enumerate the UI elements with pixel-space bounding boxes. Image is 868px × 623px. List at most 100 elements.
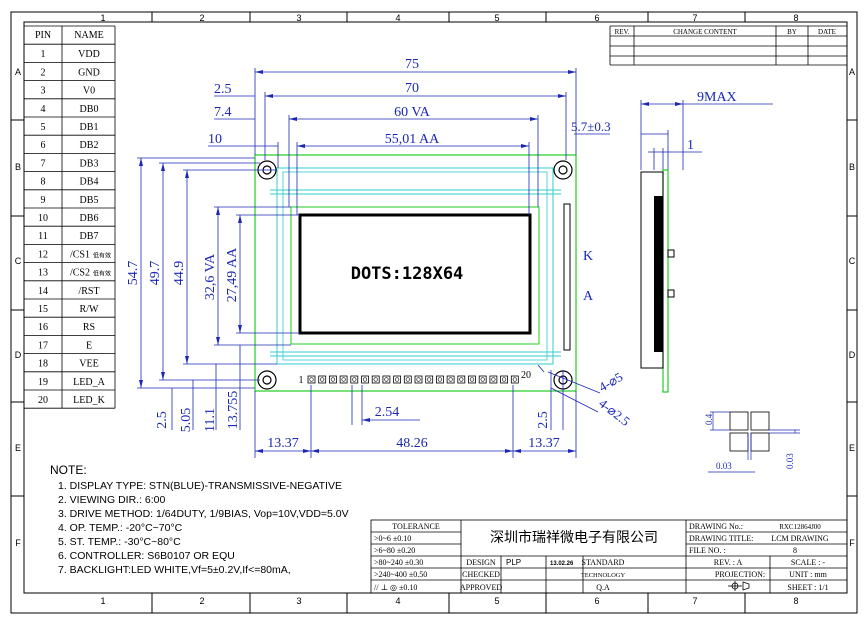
header-pin-hole [448, 377, 453, 382]
pin-number: 7 [41, 158, 46, 169]
pin-number: 6 [41, 140, 46, 151]
note-item: 2. VIEWING DIR.: 6:00 [58, 494, 166, 506]
rev-label: REV. : A [714, 558, 743, 567]
dimension-lines [137, 68, 773, 458]
header-pin [414, 375, 423, 384]
drawing-title-label: DRAWING TITLE: [689, 534, 753, 543]
dim-side-1: 1 [687, 138, 694, 153]
frame-ticks [11, 12, 857, 613]
pin-number: 19 [38, 377, 48, 388]
dim-pin-left: 13.37 [267, 436, 299, 451]
pin-name: DB4 [80, 177, 99, 188]
pin-number: 15 [38, 304, 48, 315]
header-pin-hole [395, 377, 400, 382]
row-label: E [849, 443, 855, 453]
dim-pin-right: 13.37 [528, 436, 560, 451]
technology-label: TECHNOLOGY [581, 572, 626, 579]
header-pin-hole [437, 377, 443, 382]
header-pin-hole [502, 377, 507, 382]
dim-dot-0-4: 0.4 [704, 413, 714, 425]
pin-number: 3 [41, 86, 46, 97]
col-label: 3 [296, 13, 301, 23]
file-no-label: FILE NO. : [689, 546, 726, 555]
side-tab [667, 289, 675, 298]
dim-left-7-4: 7.4 [214, 105, 232, 120]
dim-hole-height: 49.7 [148, 261, 163, 286]
header-pin [478, 375, 487, 384]
header-pin [500, 375, 509, 384]
col-label: 4 [395, 13, 400, 23]
col-label: 2 [199, 13, 204, 23]
pin-header: PIN [35, 30, 51, 41]
dim-dot-0-03-v: 0.03 [785, 453, 795, 469]
header-pin [382, 375, 391, 384]
header-pin [339, 375, 348, 384]
led-bar [563, 203, 571, 351]
side-pcb [662, 169, 669, 393]
header-pin [435, 375, 444, 384]
tolerance-row: // ⊥ ◎ ±0.10 [374, 583, 417, 592]
dim-side-5-7: 5.7±0.3 [571, 119, 611, 134]
checked-label: CHECKED [462, 570, 500, 579]
pin-number: 4 [41, 104, 46, 115]
notes-title: NOTE: [50, 463, 87, 477]
col-label: 8 [793, 13, 798, 23]
header-pin-hole [320, 377, 325, 382]
dim-aa-width: 55,01 AA [385, 132, 440, 147]
pin-name: R/W [80, 304, 99, 315]
mount-hole-inner [262, 375, 272, 385]
header-pin-hole [491, 377, 496, 382]
row-label: E [15, 443, 21, 453]
revision-table [609, 25, 847, 66]
pin-name: E [86, 340, 92, 351]
dim-va-height: 32,6 VA [203, 253, 218, 300]
pin-name: VEE [79, 359, 98, 370]
drawing-no-value: RXC12864J00 [779, 523, 821, 531]
dim-pin-right-2-5: 2.5 [536, 411, 551, 429]
dim-va-width: 60 VA [394, 105, 431, 120]
pin-number: 16 [38, 322, 48, 333]
note-item: 1. DISPLAY TYPE: STN(BLUE)-TRANSMISSIVE-… [58, 480, 342, 492]
pin-number: 8 [41, 177, 46, 188]
pin-number: 11 [38, 231, 48, 242]
dim-dot-0-03-h: 0.03 [716, 461, 732, 471]
header-pin-hole [309, 377, 314, 382]
dim-outline-width: 75 [405, 57, 419, 72]
tolerance-title: TOLERANCE [392, 522, 440, 531]
header-pin [425, 375, 434, 384]
row-label: A [15, 67, 21, 77]
dim-bottom-11-1: 11.1 [203, 408, 218, 432]
design-date: 13.02.26 [550, 561, 574, 567]
pin20-label: 20 [521, 370, 531, 381]
header-pin-hole [416, 377, 421, 382]
pin-name: LED_A [73, 377, 105, 388]
pin-name: DB3 [80, 158, 99, 169]
standard-label: STANDARD [582, 558, 625, 567]
header-pin-hole [459, 377, 464, 382]
header-pin-hole [512, 377, 517, 382]
tolerance-row: >80~240 ±0.30 [374, 558, 423, 567]
pin-header-row [307, 375, 519, 384]
header-pin [457, 375, 466, 384]
viewing-area [290, 206, 540, 345]
row-label: C [849, 256, 856, 266]
dim-pcb-hole-width: 70 [405, 81, 419, 96]
name-header: NAME [74, 30, 103, 41]
pin-name: /CS2 [70, 268, 90, 279]
bezel-outline [276, 167, 554, 365]
col-label-bottom: 2 [199, 596, 204, 606]
dim-pin-pitch: 2.54 [375, 405, 400, 420]
row-label: B [849, 162, 855, 172]
header-pin [510, 375, 519, 384]
pin-number: 17 [38, 340, 48, 351]
row-label: F [849, 538, 855, 548]
pin-name: DB6 [80, 213, 99, 224]
approved-label: APPROVED [460, 583, 502, 592]
header-pin [468, 375, 476, 384]
pin-name: /CS1 [70, 249, 90, 260]
dim-hole-d5: 4-⌀5 [596, 369, 625, 395]
design-value: PLP [506, 558, 521, 567]
lcm-front-view: DOTS:128X64 1 20 K A [254, 154, 594, 392]
notes: NOTE: 1. DISPLAY TYPE: STN(BLUE)-TRANSMI… [50, 463, 349, 576]
side-lcd [654, 196, 663, 352]
